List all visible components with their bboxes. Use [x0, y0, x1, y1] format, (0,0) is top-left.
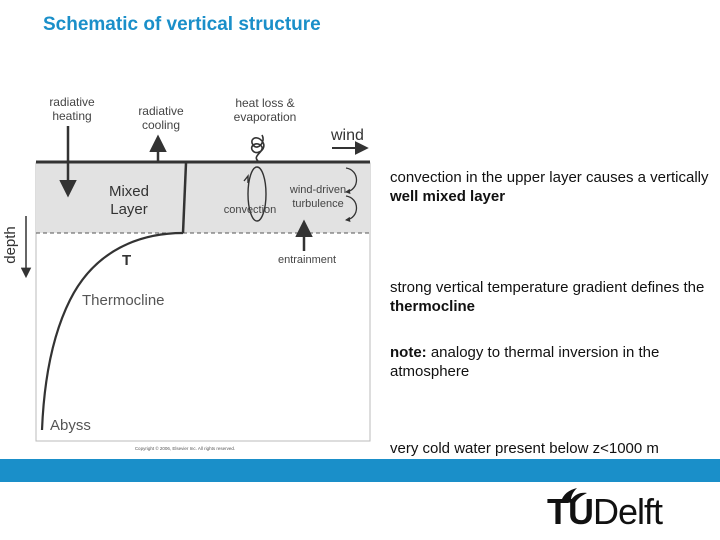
radiative-cooling-label: radiative [138, 104, 184, 118]
tu-delft-logo: TUDelft [545, 486, 665, 532]
slide-title: Schematic of vertical structure [43, 14, 321, 35]
note-bold-thermocline: thermocline [390, 298, 476, 315]
note-thermocline: strong vertical temperature gradient def… [390, 279, 705, 315]
turbulence-eddy-upper [344, 167, 358, 194]
temperature-label: T [122, 252, 131, 269]
mixed-layer-label-2: Layer [110, 201, 148, 218]
mixed-layer-label: Mixed [109, 183, 149, 200]
copyright-notice: Copyright © 2006, Elsevier Inc. All righ… [135, 445, 235, 451]
logo-delft: Delft [593, 491, 663, 532]
entrainment-label: entrainment [278, 254, 336, 266]
note-analogy: note: analogy to thermal inversion in th… [390, 344, 660, 380]
note-bold-label: note: [390, 344, 427, 361]
radiative-heating-label: radiative [49, 95, 95, 109]
convection-loop-arrowhead [243, 174, 249, 183]
wind-driven-label: wind-driven [289, 184, 346, 196]
evaporation-spiral-icon [250, 134, 265, 162]
accent-band [0, 459, 720, 482]
note-cold-water: very cold water present below z<1000 m [390, 440, 659, 457]
flame-icon [561, 488, 587, 503]
radiative-heating-label-2: heating [52, 109, 91, 123]
logo-tu: TU [547, 491, 594, 532]
wind-label: wind [330, 127, 364, 144]
mixed-layer-divider [181, 162, 188, 234]
thermocline-label: Thermocline [82, 292, 165, 309]
abyss-label: Abyss [50, 417, 91, 434]
heat-loss-label: heat loss & [235, 96, 294, 110]
turbulence-eddy-lower [344, 195, 358, 222]
note-mixed-layer: convection in the upper layer causes a v… [390, 169, 709, 205]
note-bold-well-mixed-layer: well mixed layer [390, 188, 506, 205]
evaporation-label: evaporation [234, 110, 297, 124]
mixed-layer-region [36, 163, 370, 233]
temperature-profile-curve [40, 231, 184, 431]
turbulence-label: turbulence [292, 198, 343, 210]
convection-loop [247, 166, 267, 222]
radiative-cooling-label-2: cooling [142, 118, 180, 132]
convection-label: convection [224, 204, 277, 216]
depth-axis-label: depth [2, 226, 19, 264]
